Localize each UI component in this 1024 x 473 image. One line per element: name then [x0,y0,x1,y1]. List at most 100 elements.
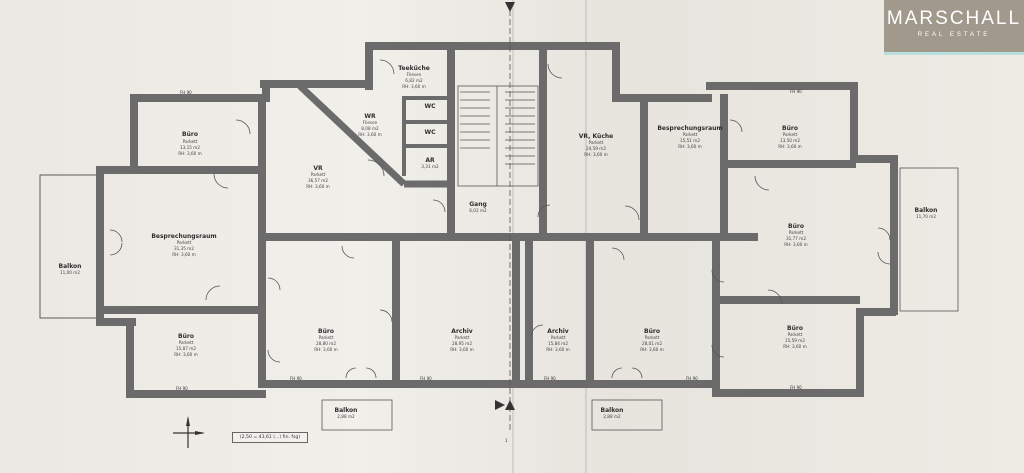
svg-text:Parkett: Parkett [645,335,660,340]
svg-text:Balkon: Balkon [59,263,82,270]
svg-text:RH: 3,60 m: RH: 3,60 m [402,84,426,89]
svg-text:RH: 3,60 m: RH: 3,60 m [678,144,702,149]
svg-text:RH: 3,60 m: RH: 3,60 m [178,151,202,156]
room-wc1: WC [424,103,436,110]
svg-text:WR: WR [364,113,376,120]
svg-text:RH: 3,60 m: RH: 3,60 m [783,344,807,349]
svg-text:RH: 3,60 m: RH: 3,60 m [174,352,198,357]
svg-text:AR: AR [425,157,435,164]
door-swings [109,59,891,379]
svg-text:31,35 m2: 31,35 m2 [174,246,194,251]
svg-text:36,57 m2: 36,57 m2 [308,178,328,183]
brand-tagline: REAL ESTATE [917,32,991,38]
dim-label: FH 90 [420,376,432,381]
svg-text:VR, Küche: VR, Küche [579,133,613,140]
svg-text:3,31 m2: 3,31 m2 [421,164,439,169]
svg-text:Parkett: Parkett [783,132,798,137]
svg-text:28,95 m2: 28,95 m2 [452,341,472,346]
svg-text:Fliesen: Fliesen [363,120,378,125]
svg-text:WC: WC [424,129,436,136]
svg-text:RH: 3,60 m: RH: 3,60 m [172,252,196,257]
svg-text:Büro: Büro [182,131,198,138]
svg-text:Archiv: Archiv [547,328,568,335]
svg-text:Parkett: Parkett [177,240,192,245]
svg-text:WC: WC [424,103,436,110]
svg-text:Besprechungsraum: Besprechungsraum [657,125,722,132]
svg-text:28,80 m2: 28,80 m2 [316,341,336,346]
svg-text:Balkon: Balkon [915,207,938,214]
svg-text:RH: 3,60 m: RH: 3,60 m [640,347,664,352]
svg-text:11,00 m2: 11,00 m2 [60,270,80,275]
svg-text:6,82 m2: 6,82 m2 [405,78,423,83]
stairs-and-diagonal [297,10,539,430]
svg-text:8,08 m2: 8,08 m2 [361,126,379,131]
svg-text:13,15 m2: 13,15 m2 [180,145,200,150]
svg-text:Büro: Büro [318,328,334,335]
scale-note: (2,50 = 43,61 (...) fin. fsg) [232,432,308,443]
dim-label: FH 90 [176,386,188,391]
compass-icon [173,416,205,448]
svg-text:RH: 3,60 m: RH: 3,60 m [784,242,808,247]
dimension-labels: FH 90 FH 90 FH 90 FH 90 FH 90 FH 90 FH 9… [176,89,802,391]
svg-text:Büro: Büro [788,223,804,230]
svg-text:Parkett: Parkett [311,172,326,177]
section-mark: 1 [505,438,508,443]
svg-text:Büro: Büro [787,325,803,332]
svg-text:VR: VR [313,165,323,172]
svg-text:13,50 m2: 13,50 m2 [780,138,800,143]
svg-text:Balkon: Balkon [335,407,358,414]
svg-text:RH: 3,60 m: RH: 3,60 m [450,347,474,352]
svg-text:Gang: Gang [469,201,487,208]
svg-text:24,59 m2: 24,59 m2 [586,146,606,151]
svg-text:Parkett: Parkett [455,335,470,340]
svg-text:Parkett: Parkett [788,332,803,337]
svg-text:Besprechungsraum: Besprechungsraum [151,233,216,240]
room-wc2: WC [424,129,436,136]
svg-text:15,87 m2: 15,87 m2 [176,346,196,351]
svg-text:15,59 m2: 15,59 m2 [785,338,805,343]
svg-text:28,01 m2: 28,01 m2 [642,341,662,346]
svg-text:Balkon: Balkon [601,407,624,414]
svg-text:Parkett: Parkett [319,335,334,340]
svg-text:11,70 m2: 11,70 m2 [916,214,936,219]
svg-text:2,88 m2: 2,88 m2 [337,414,355,419]
dim-label: FH 90 [790,385,802,390]
svg-text:RH: 3,60 m: RH: 3,60 m [306,184,330,189]
room-ar: AR3,31 m2 [421,157,439,169]
svg-text:Parkett: Parkett [551,335,566,340]
svg-text:Archiv: Archiv [451,328,472,335]
svg-text:Fliesen: Fliesen [407,72,422,77]
svg-text:Parkett: Parkett [789,230,804,235]
brand-logo [884,0,1024,52]
svg-text:15,84 m2: 15,84 m2 [548,341,568,346]
svg-text:Parkett: Parkett [683,132,698,137]
svg-text:RH: 3,60 m: RH: 3,60 m [314,347,338,352]
svg-text:Büro: Büro [178,333,194,340]
dim-label: FH 90 [790,89,802,94]
dim-label: FH 90 [180,90,192,95]
svg-text:31,77 m2: 31,77 m2 [786,236,806,241]
brand-accent-bar [884,52,1024,55]
walls [96,42,898,398]
svg-text:2,88 m2: 2,88 m2 [603,414,621,419]
section-markers: 1 [495,2,515,443]
